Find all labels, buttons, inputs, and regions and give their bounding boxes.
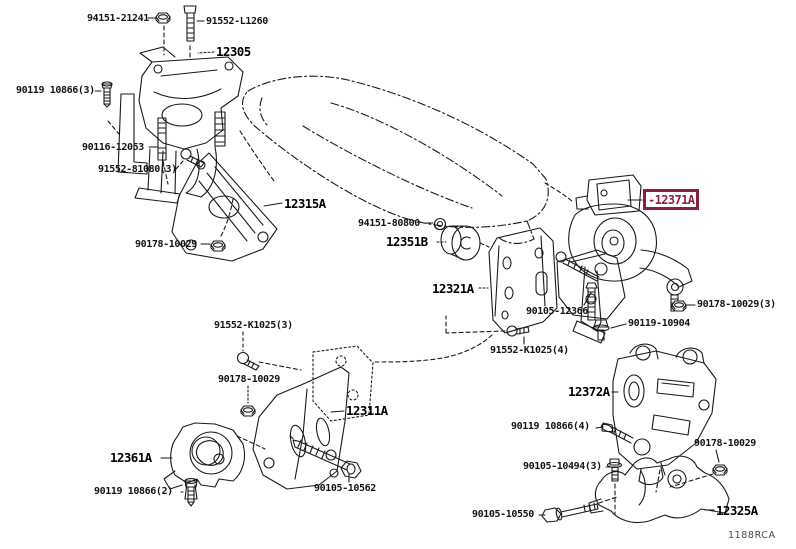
part-number-91552-L1260[interactable]: 91552-L1260 (206, 16, 268, 27)
part-12372a-drawing (613, 344, 716, 484)
nut-icon (240, 405, 256, 417)
bolt-icon (181, 149, 204, 167)
bolt-icon (238, 353, 260, 371)
diagram-reference-code: 1188RCA (728, 530, 776, 541)
part-number-94151-80800[interactable]: 94151-80800 (358, 218, 420, 229)
part-number-12325A[interactable]: 12325A (716, 503, 758, 518)
fastener-icons (101, 6, 728, 476)
part-12371a-drawing (569, 175, 692, 343)
bolt-90105-10550-icon (542, 503, 598, 522)
part-12351b-drawing (441, 226, 480, 260)
part-number-90119-10866-4[interactable]: 90119 10866(4) (511, 421, 590, 432)
bolt-icon (184, 6, 196, 41)
part-number-90178-10029-a[interactable]: 90178-10029 (135, 239, 197, 250)
nut-icon (712, 464, 728, 476)
part-12311a-drawing (253, 346, 373, 489)
part-number-91552-K1025-4[interactable]: 91552-K1025(4) (490, 345, 569, 356)
nut-icon (210, 240, 226, 252)
part-number-12315A[interactable]: 12315A (284, 196, 326, 211)
part-number-90116-12053[interactable]: 90116-12053 (82, 142, 144, 153)
construction-lines (108, 26, 713, 514)
part-number-90105-10550[interactable]: 90105-10550 (472, 509, 534, 520)
part-number-90178-10029-c[interactable]: 90178-10029 (694, 438, 756, 449)
stud-icon (158, 118, 166, 160)
part-number-91552-K1025-3[interactable]: 91552-K1025(3) (214, 320, 293, 331)
part-number-12311A[interactable]: 12311A (346, 403, 388, 418)
part-number-91552-81080-3[interactable]: 91552-81080(3) (98, 164, 177, 175)
bolt-90105-10562-icon (293, 440, 361, 478)
part-number-12321A[interactable]: 12321A (432, 281, 474, 296)
bolt-90119-10866-4-icon (600, 423, 633, 443)
bolt-90105-10494-icon (608, 459, 622, 481)
nut-icon (155, 12, 171, 24)
part-number-90105-12366[interactable]: 90105-12366 (526, 306, 588, 317)
highlighted-part-number-12371A[interactable]: -12371A (643, 189, 700, 210)
part-12361a-drawing (164, 423, 245, 506)
part-number-12372A[interactable]: 12372A (568, 384, 610, 399)
leader-lines (95, 18, 719, 515)
part-number-90105-10494-3[interactable]: 90105-10494(3) (523, 461, 602, 472)
part-number-90119-10904[interactable]: 90119-10904 (628, 318, 690, 329)
part-number-90105-10562[interactable]: 90105-10562 (314, 483, 376, 494)
part-number-90178-10029-3x[interactable]: 90178-10029(3) (697, 299, 776, 310)
nut-icon (671, 300, 687, 312)
part-number-90178-10029-b[interactable]: 90178-10029 (218, 374, 280, 385)
part-number-12305[interactable]: 12305 (216, 44, 251, 59)
part-number-90119-10866-2[interactable]: 90119 10866(2) (94, 486, 173, 497)
screw-icon (433, 217, 447, 231)
part-12325a-drawing (589, 456, 729, 522)
bolt-icon (507, 326, 529, 336)
part-number-94151-21241[interactable]: 94151-21241 (87, 13, 149, 24)
part-12321a-drawing (489, 228, 625, 333)
part-number-12351B[interactable]: 12351B (386, 234, 428, 249)
part-number-90119-10866-3[interactable]: 90119 10866(3) (16, 85, 95, 96)
part-12305-drawing (118, 47, 243, 203)
part-number-12361A[interactable]: 12361A (110, 450, 152, 465)
engine-outline (242, 76, 548, 243)
bolt-icon (101, 81, 113, 108)
